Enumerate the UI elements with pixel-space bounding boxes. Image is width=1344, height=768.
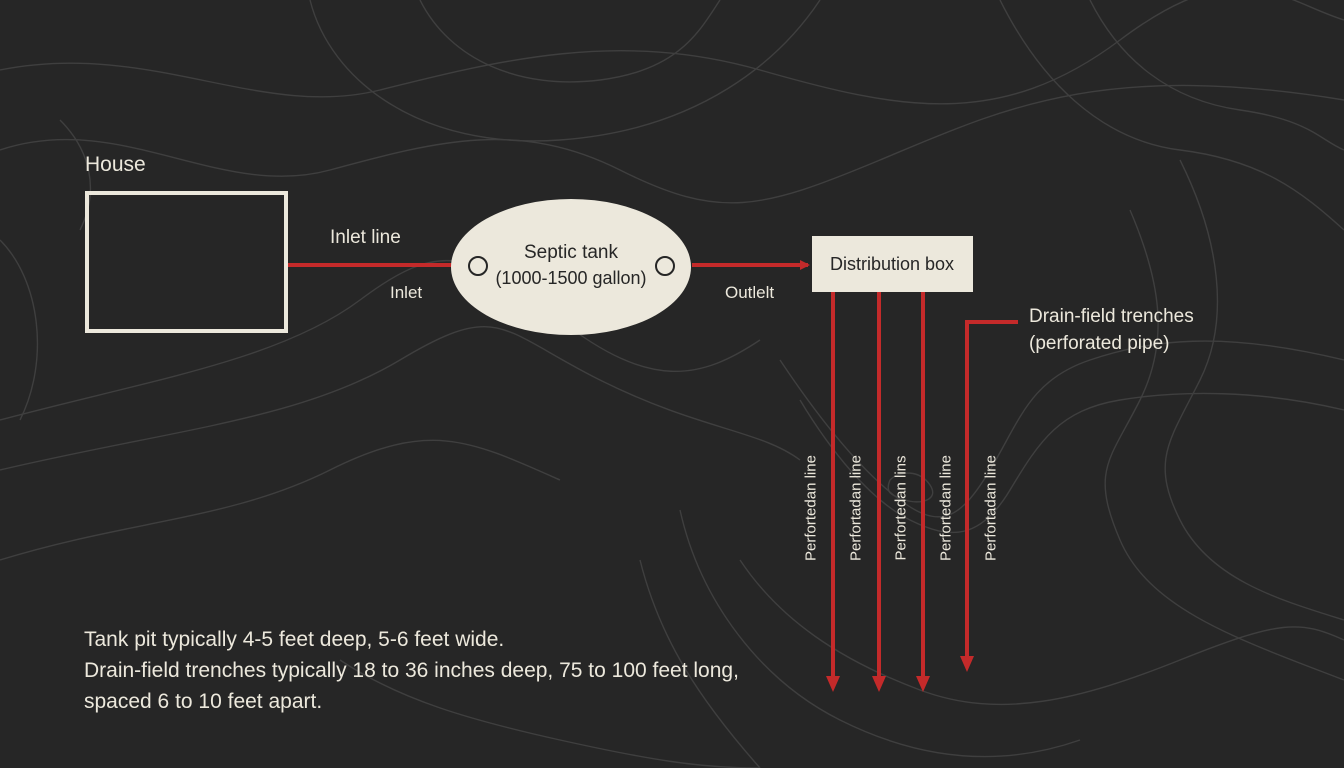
- drain-line-label: Perfortadan line: [982, 455, 1000, 561]
- house-label: House: [85, 153, 146, 176]
- outlet-label: Outlelt: [725, 283, 775, 302]
- dimension-notes: Tank pit typically 4-5 feet deep, 5-6 fe…: [84, 624, 739, 717]
- house-box: [85, 191, 288, 333]
- drain-field-label-line1: Drain-field trenches: [1029, 306, 1194, 327]
- drain-pipe-arrowhead-icon: [872, 676, 886, 692]
- drain-lines-group: [826, 292, 1018, 692]
- drain-line-label: Perfortedan line: [937, 455, 955, 561]
- tank-outlet-port-icon: [655, 256, 675, 276]
- tank-capacity: (1000-1500 gallon): [495, 268, 647, 288]
- drain-pipe-arrowhead-icon: [916, 676, 930, 692]
- distribution-box: [812, 236, 973, 292]
- drain-pipe-arrowhead-icon: [826, 676, 840, 692]
- drain-pipe-arrowhead-icon: [960, 656, 974, 672]
- septic-tank-body: [451, 199, 691, 335]
- drain-line-label: Perfortedan line: [802, 455, 820, 561]
- tank-title: Septic tank: [524, 242, 618, 263]
- drain-field-label-line2: (perforated pipe): [1029, 333, 1170, 354]
- distribution-box-label: Distribution box: [829, 254, 955, 274]
- note-line: Drain-field trenches typically 18 to 36 …: [84, 659, 739, 682]
- drain-line-label: Perfortadan line: [847, 455, 865, 561]
- inlet-line-label: Inlet line: [330, 227, 401, 248]
- note-line: Tank pit typically 4-5 feet deep, 5-6 fe…: [84, 628, 505, 651]
- inlet-label: Inlet: [390, 283, 423, 302]
- note-line: spaced 6 to 10 feet apart.: [84, 690, 323, 713]
- drain-line-label: Perfortedan lins: [892, 455, 910, 561]
- tank-inlet-port-icon: [468, 256, 488, 276]
